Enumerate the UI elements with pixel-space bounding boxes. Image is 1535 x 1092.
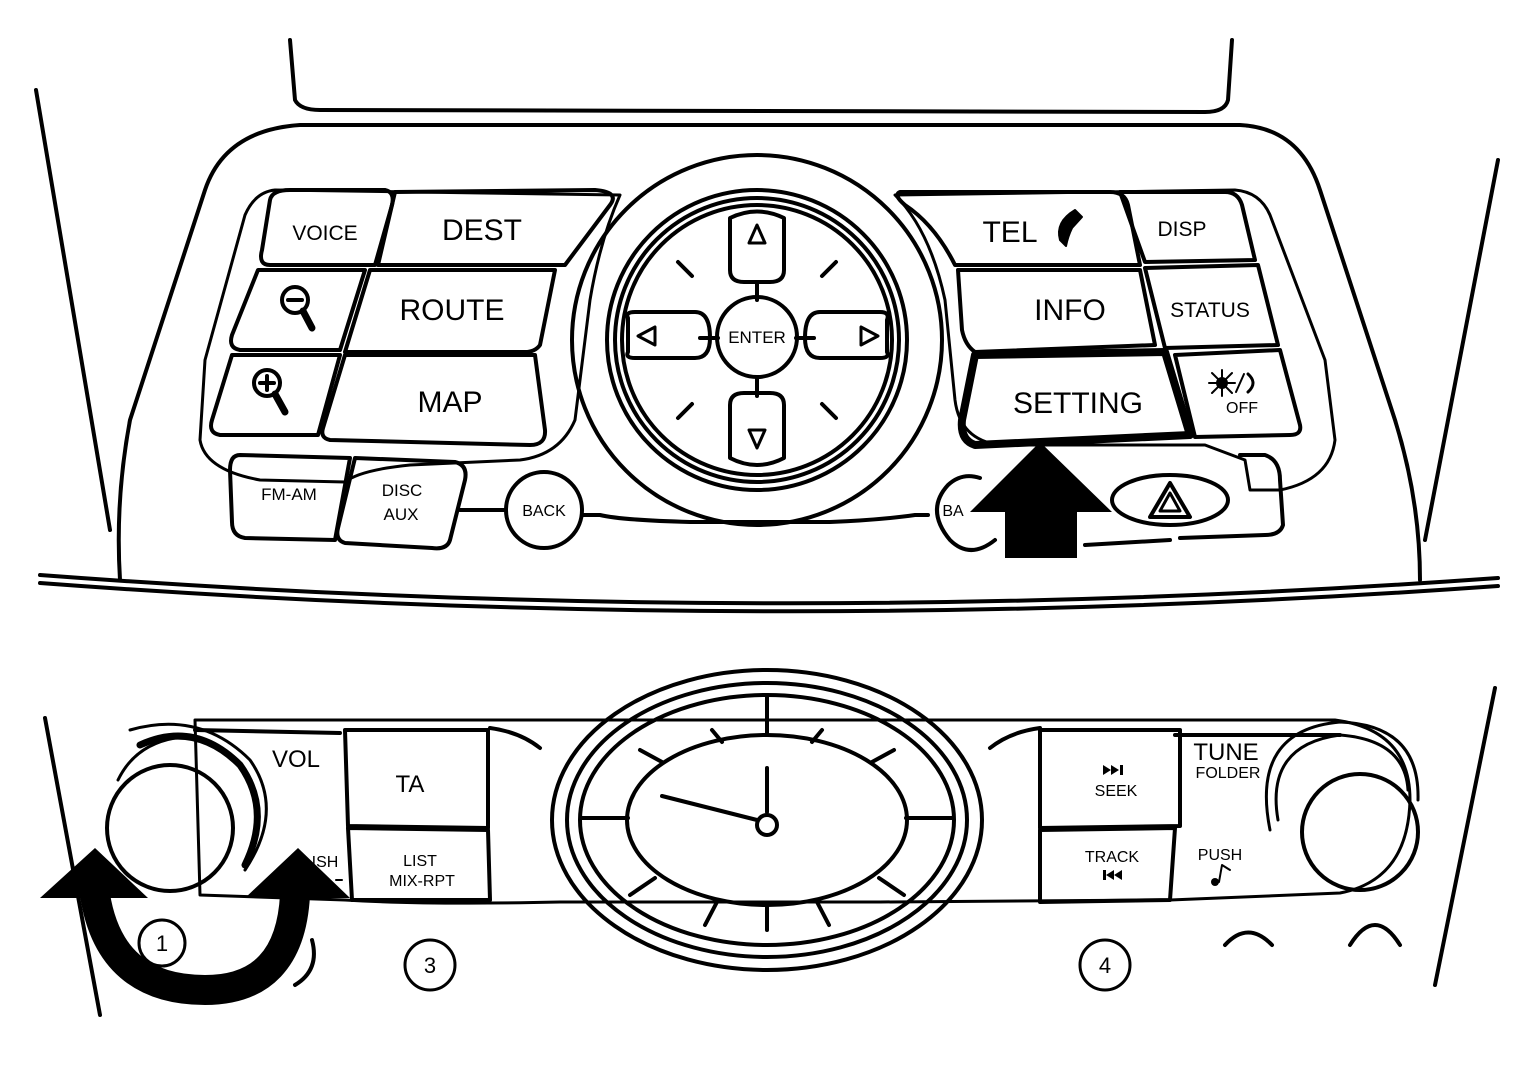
dash-outline — [34, 38, 1500, 1017]
tune-knob[interactable]: TUNE FOLDER PUSH — [1193, 720, 1420, 892]
voice-button-label: VOICE — [292, 222, 357, 245]
disc-aux-button[interactable]: DISC AUX — [335, 456, 468, 551]
day-night-off-button[interactable]: OFF — [1173, 348, 1303, 439]
enter-button[interactable]: ENTER — [715, 295, 799, 379]
back-button-right[interactable]: BA — [935, 474, 997, 552]
push-partial-label: ISH — [312, 854, 339, 871]
callout-4: 4 — [1078, 938, 1132, 992]
music-note-icon — [1211, 864, 1231, 886]
off-label: OFF — [1226, 400, 1258, 417]
zoom-out-icon — [280, 285, 316, 332]
tel-button[interactable]: TEL — [895, 190, 1142, 267]
setting-button-label: SETTING — [1013, 387, 1143, 420]
hazard-icon — [1148, 481, 1192, 519]
setting-button[interactable]: SETTING — [957, 348, 1194, 449]
enter-button-label: ENTER — [728, 328, 786, 347]
right-button[interactable] — [803, 310, 890, 360]
callout-3: 3 — [403, 938, 457, 992]
seek-forward-icon — [1103, 765, 1123, 775]
day-night-icon — [1208, 369, 1255, 397]
tel-button-label: TEL — [982, 216, 1037, 249]
zoom-in-icon — [252, 368, 289, 416]
audio-panel: VOL ISH TA LIST MIX-RPT — [40, 668, 1420, 1005]
analog-clock-icon — [488, 668, 1042, 972]
tune-label: TUNE — [1193, 739, 1258, 766]
left-button[interactable] — [625, 310, 712, 360]
status-button[interactable]: STATUS — [1143, 263, 1280, 350]
partial-knob-mid — [1223, 930, 1274, 947]
list-label: LIST — [403, 853, 437, 870]
up-button[interactable] — [728, 209, 786, 284]
svg-text:3: 3 — [424, 953, 436, 978]
callout-1: 1 — [137, 918, 187, 968]
phone-icon — [1058, 209, 1083, 247]
map-button-label: MAP — [417, 386, 482, 419]
info-button-label: INFO — [1034, 294, 1106, 327]
connector-line-3 — [1083, 538, 1172, 547]
info-button[interactable]: INFO — [956, 268, 1157, 354]
status-button-label: STATUS — [1170, 299, 1250, 322]
route-button-label: ROUTE — [400, 294, 505, 327]
seek-label: SEEK — [1095, 783, 1138, 800]
partial-knob-right — [1348, 923, 1402, 947]
track-back-icon — [1103, 870, 1122, 880]
aux-label: AUX — [384, 505, 419, 524]
disp-button-label: DISP — [1157, 218, 1206, 241]
ta-button-label: TA — [396, 771, 425, 798]
list-mix-rpt-button[interactable]: LIST MIX-RPT — [346, 826, 492, 902]
back-button-left[interactable]: BACK — [504, 470, 584, 550]
nav-panel: VOICE DEST ROUTE — [198, 153, 1337, 558]
hazard-housing — [1178, 453, 1285, 540]
connector-line-2 — [581, 513, 930, 524]
zoom-out-button[interactable] — [229, 268, 367, 352]
zoom-in-button[interactable] — [209, 353, 342, 437]
hazard-button[interactable] — [1110, 473, 1230, 527]
voice-button[interactable]: VOICE — [259, 188, 395, 267]
back-button-left-label: BACK — [522, 503, 566, 520]
volume-knob[interactable]: VOL ISH — [105, 722, 343, 893]
seek-button[interactable]: SEEK — [1038, 728, 1182, 830]
joystick-dial[interactable]: ENTER — [570, 153, 944, 527]
route-button[interactable]: ROUTE — [343, 268, 557, 354]
vol-label: VOL — [272, 746, 320, 773]
svg-text:4: 4 — [1099, 953, 1111, 978]
mix-rpt-label: MIX-RPT — [389, 873, 455, 890]
map-button[interactable]: MAP — [320, 353, 548, 447]
folder-label: FOLDER — [1196, 765, 1261, 782]
back-button-right-label: BA — [942, 503, 964, 520]
arrow-down-icon — [747, 428, 767, 450]
arrow-right-icon — [859, 325, 880, 347]
down-button[interactable] — [728, 391, 786, 467]
arrow-left-icon — [636, 325, 657, 347]
arrow-up-pointer-icon — [970, 442, 1112, 558]
dest-button-label: DEST — [442, 214, 522, 247]
disc-label: DISC — [382, 481, 423, 500]
ta-button[interactable]: TA — [343, 728, 490, 830]
fm-am-button[interactable]: FM-AM — [228, 453, 352, 542]
push-label: PUSH — [1198, 847, 1242, 864]
track-button[interactable]: TRACK — [1038, 826, 1177, 904]
svg-text:1: 1 — [156, 931, 168, 956]
partial-knob-left — [293, 938, 316, 987]
arrow-up-icon — [747, 223, 767, 245]
track-label: TRACK — [1085, 849, 1140, 866]
disp-button[interactable]: DISP — [1118, 190, 1257, 264]
fm-am-button-label: FM-AM — [261, 485, 317, 504]
dest-button[interactable]: DEST — [376, 188, 615, 267]
rotate-arrow-icon — [40, 848, 350, 1005]
